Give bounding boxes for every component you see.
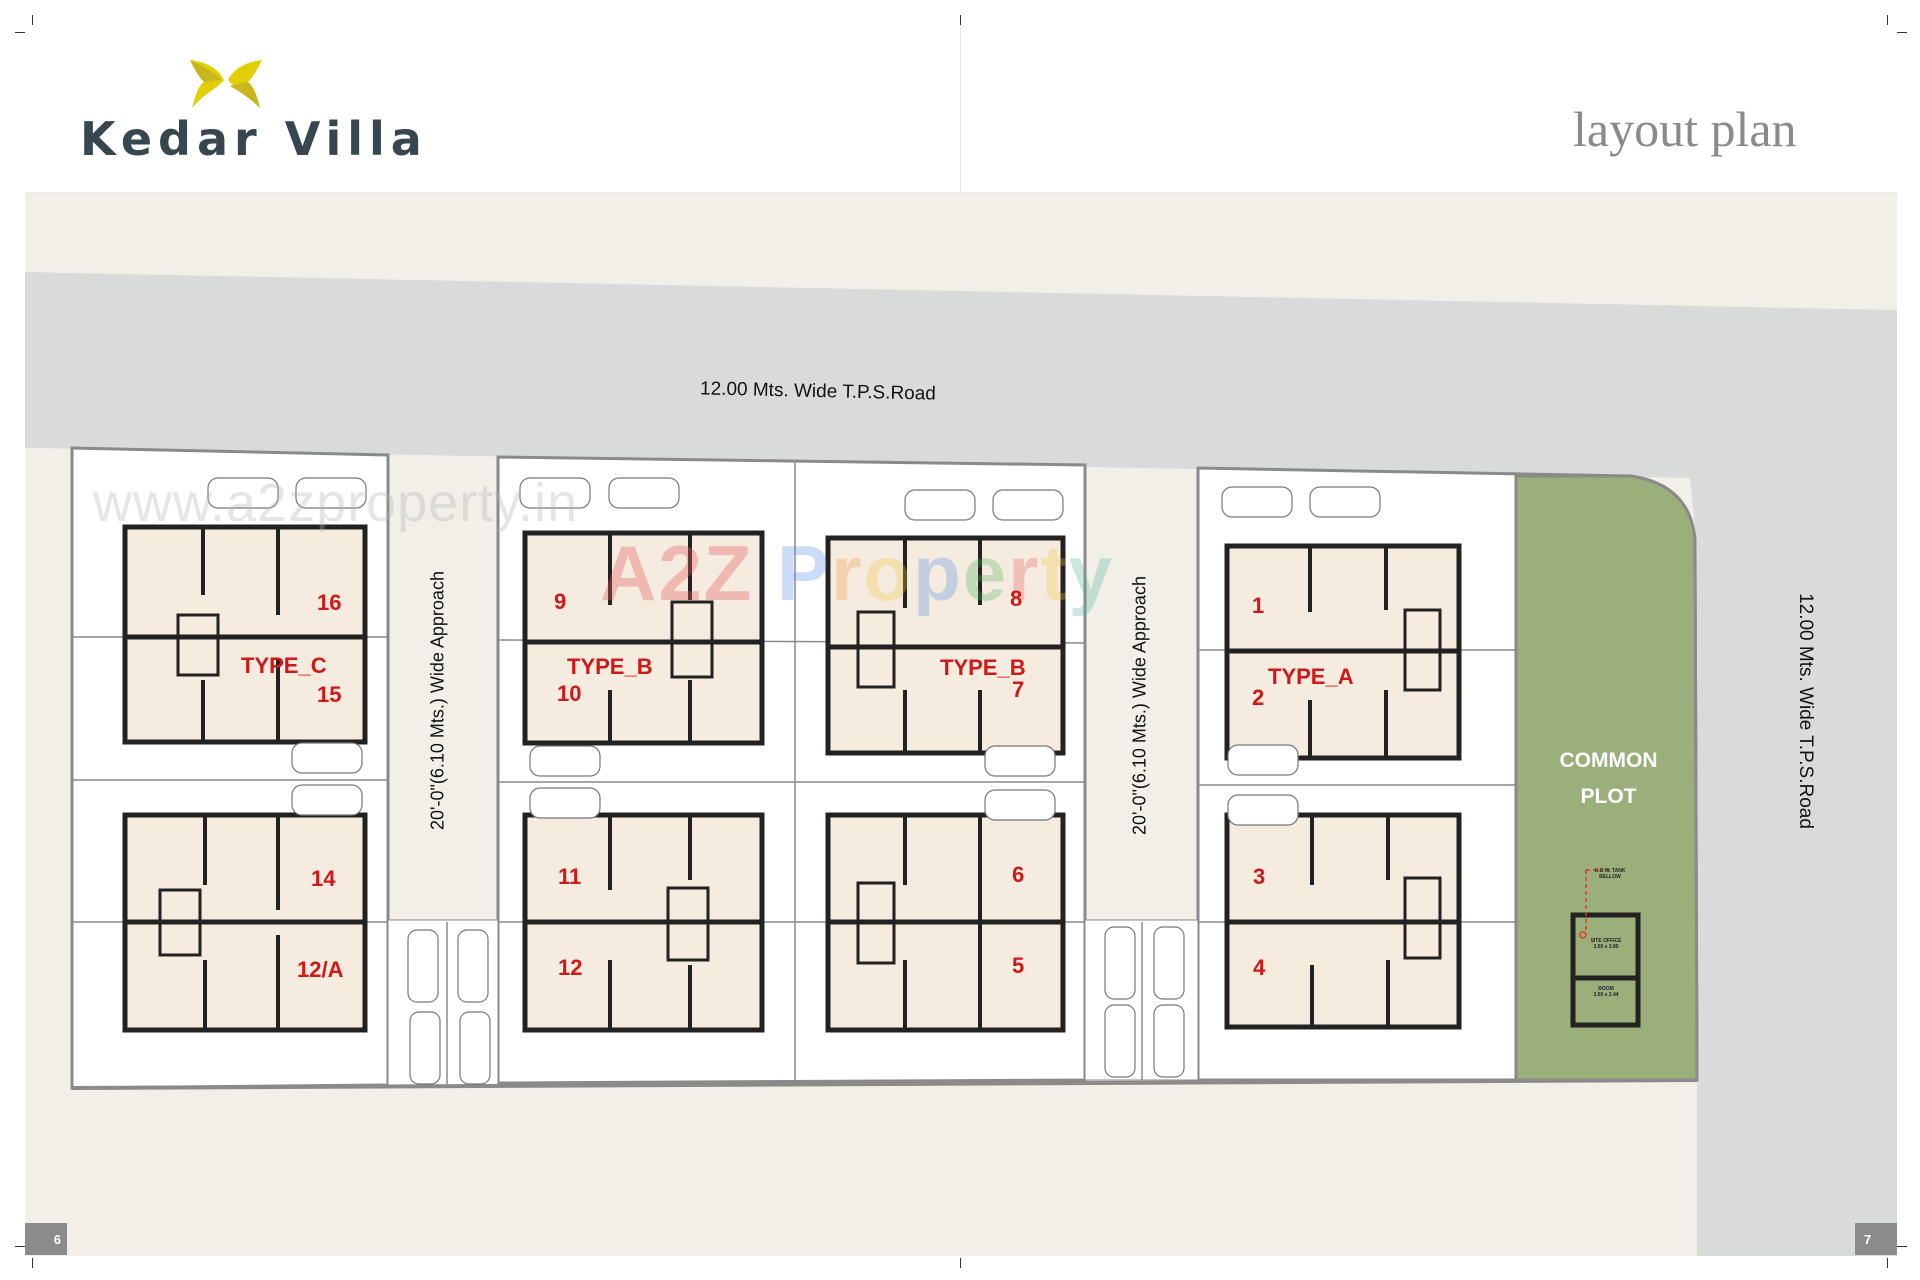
page-number-right: 7 xyxy=(1855,1223,1897,1255)
unit-label: 12 xyxy=(558,955,583,980)
building-block-4 xyxy=(1224,543,1462,1030)
crop-mark xyxy=(1897,32,1907,33)
unit-label: 5 xyxy=(1012,953,1025,978)
site-office-size: 3.50 x 3.85 xyxy=(1593,944,1619,950)
building-block-1 xyxy=(122,524,368,1033)
page-title: layout plan xyxy=(1573,101,1797,157)
unit-label: 1 xyxy=(1252,593,1265,618)
tank-label: U.G W. TANK BELLOW xyxy=(1590,868,1630,880)
right-road-label: 12.00 Mts. Wide T.P.S.Road xyxy=(1795,593,1816,829)
building-block-3 xyxy=(825,535,1066,1033)
crop-mark xyxy=(15,1246,25,1247)
unit-label: 7 xyxy=(1012,677,1025,702)
crop-mark xyxy=(1887,15,1888,25)
brand-name: Kedar Villa xyxy=(80,112,428,166)
unit-label: 4 xyxy=(1253,955,1266,980)
building-block-2 xyxy=(522,530,765,1033)
crop-mark xyxy=(32,15,33,25)
approach-right-label: 20'-0"(6.10 Mts.) Wide Approach xyxy=(1129,576,1150,835)
common-plot-line2: PLOT xyxy=(1580,785,1637,808)
type-label: TYPE_B xyxy=(567,654,653,679)
parking-cars xyxy=(207,477,1381,1085)
unit-label: 3 xyxy=(1253,864,1266,889)
unit-label: 2 xyxy=(1252,685,1265,710)
site-office-label: SITE OFFICE 3.50 x 3.85 xyxy=(1580,938,1632,950)
crop-mark xyxy=(960,1258,961,1268)
room-size: 3.50 x 2.44 xyxy=(1593,992,1619,998)
unit-label: 10 xyxy=(557,681,582,706)
page-spine-divider xyxy=(960,25,961,192)
unit-label: 12/A xyxy=(297,957,344,982)
road-band xyxy=(25,272,1897,1256)
unit-label: 14 xyxy=(311,866,336,891)
common-plot-label: COMMON PLOT xyxy=(1526,743,1691,815)
unit-label: 8 xyxy=(1010,586,1023,611)
type-label: TYPE_C xyxy=(241,653,327,678)
unit-label: 11 xyxy=(558,864,582,889)
site-office-plan xyxy=(1570,869,1641,1028)
crop-mark xyxy=(1897,1246,1907,1247)
watermark-url: www.a2zproperty.in xyxy=(93,473,579,533)
type-label: TYPE_A xyxy=(1268,664,1354,689)
room-label: ROOM 3.50 x 2.44 xyxy=(1580,986,1632,998)
approach-left-label: 20'-0"(6.10 Mts.) Wide Approach xyxy=(427,571,448,830)
page-number-left: 6 xyxy=(25,1223,67,1255)
crop-mark xyxy=(32,1258,33,1268)
common-plot-line1: COMMON xyxy=(1559,749,1658,772)
tank-label-line2: BELLOW xyxy=(1599,874,1621,880)
unit-label: 9 xyxy=(554,589,567,614)
crop-mark xyxy=(1887,1258,1888,1268)
crop-mark xyxy=(960,15,961,25)
tank-label-line1: U.G W. TANK xyxy=(1594,868,1626,874)
site-office-name: SITE OFFICE xyxy=(1590,938,1622,944)
type-label: TYPE_B xyxy=(940,655,1026,680)
unit-label: 16 xyxy=(317,590,342,615)
crop-mark xyxy=(15,32,25,33)
watermark-logo: A2Z Property xyxy=(600,529,1114,617)
unit-label: 6 xyxy=(1012,862,1025,887)
unit-label: 15 xyxy=(317,682,342,707)
butterfly-logo-icon xyxy=(190,60,262,108)
room-name: ROOM xyxy=(1598,986,1614,992)
header-band xyxy=(25,25,1897,193)
